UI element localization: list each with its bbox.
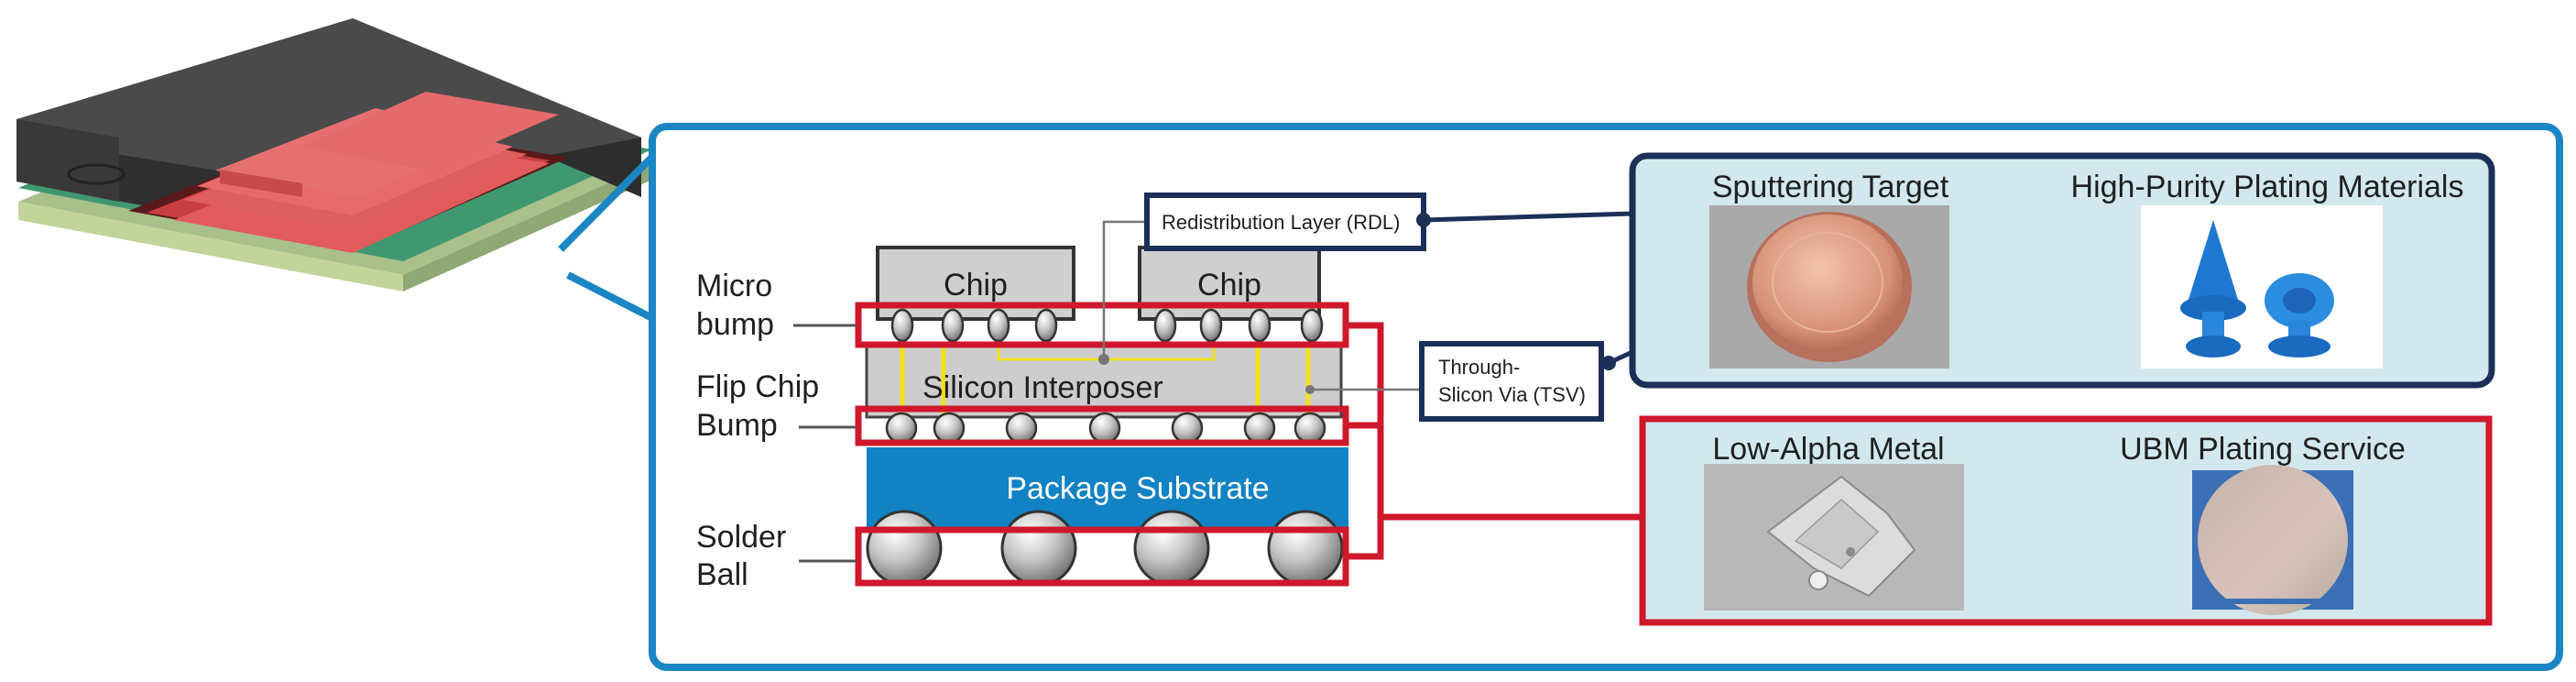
red-bracket-connector [1346, 322, 1643, 560]
tsv-label-1: Through- [1438, 356, 1520, 379]
substrate-label: Package Substrate [1006, 471, 1269, 506]
callout-connector [558, 148, 660, 324]
tsv-label-2: Slicon Via (TSV) [1438, 383, 1586, 406]
ubm-plating-label: UBM Plating Service [2120, 432, 2406, 467]
cross-section: Chip Chip Silicon Interposer Package Sub… [696, 192, 1643, 592]
micro-bumps [890, 308, 1324, 343]
flip-chip-label-1: Flip Chip [696, 369, 819, 404]
rdl-leader [1102, 220, 1147, 359]
rdl-label: Redistribution Layer (RDL) [1162, 211, 1400, 234]
materials-panel-top: Sputtering Target High-Purity Plating Ma… [1629, 152, 2495, 389]
package-substrate [867, 447, 1348, 530]
ubm-wafer-image [2192, 465, 2353, 615]
tsv-lines [900, 344, 1311, 417]
micro-bump-label-1: Micro [696, 269, 772, 303]
plating-materials-image [2141, 205, 2383, 368]
flip-chip-bumps [885, 412, 1326, 445]
flip-chip-label-2: Bump [696, 408, 778, 443]
tsv-callout [1419, 341, 1604, 422]
chip-right-label: Chip [1197, 268, 1261, 302]
solder-ball-label-1: Solder [696, 520, 786, 555]
chip-left-label: Chip [944, 268, 1008, 302]
package-3d-illustration [16, 18, 652, 292]
interposer-label: Silicon Interposer [922, 370, 1163, 405]
sputtering-target-label: Sputtering Target [1712, 170, 1949, 204]
plating-materials-label: High-Purity Plating Materials [2071, 170, 2464, 204]
solder-ball-label-2: Ball [696, 557, 748, 592]
materials-panel-bottom: Low-Alpha Metal UBM Plating Service [1639, 415, 2493, 626]
low-alpha-metal-label: Low-Alpha Metal [1712, 432, 1944, 467]
low-alpha-metal-image [1704, 464, 1964, 610]
sputtering-target-image [1709, 205, 1949, 368]
micro-bump-label-2: bump [696, 307, 774, 342]
